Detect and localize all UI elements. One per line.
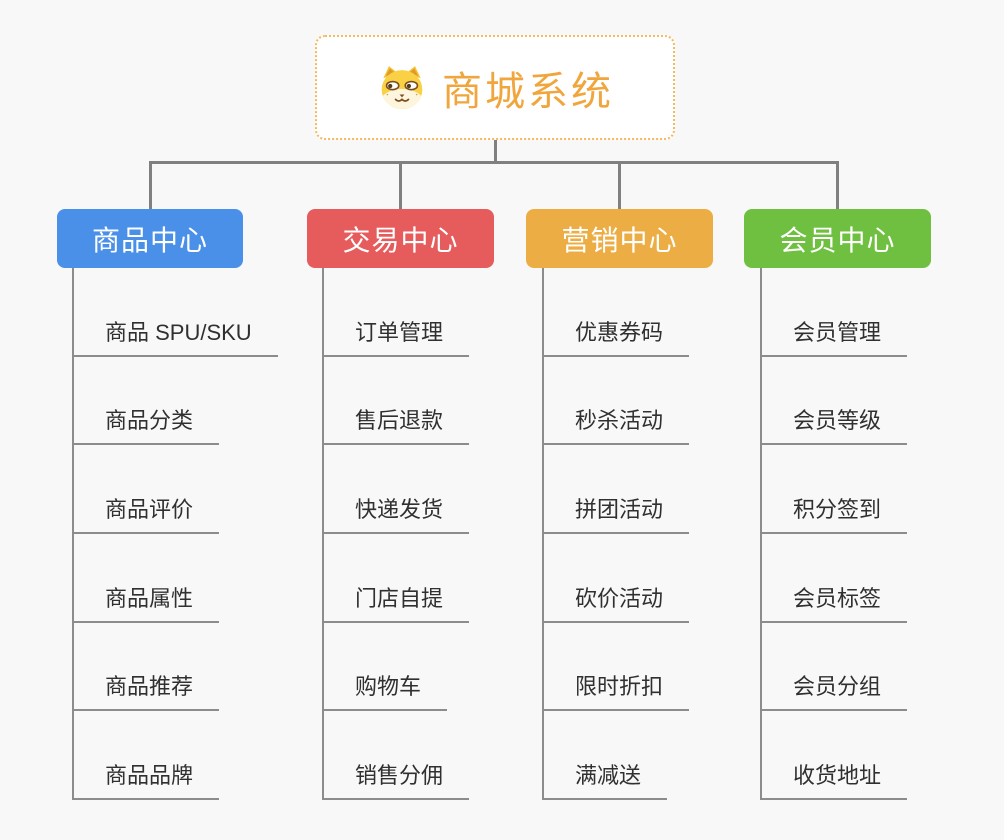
leaf-node[interactable]: 商品分类 (74, 403, 220, 446)
connector-drop-product (148, 161, 152, 210)
leaf-node[interactable]: 门店自提 (324, 581, 470, 623)
leaf-node[interactable]: 商品评价 (74, 492, 220, 535)
connector-drop-marketing (618, 161, 621, 210)
branch-node-member-center[interactable]: 会员中心 (744, 209, 931, 268)
root-node[interactable]: 商城系统 (315, 35, 675, 140)
leaf-node[interactable]: 满减送 (544, 758, 668, 801)
leaf-node[interactable]: 商品 SPU/SKU (74, 315, 278, 357)
leaf-node[interactable]: 秒杀活动 (544, 403, 690, 446)
leaf-node[interactable]: 积分签到 (762, 492, 908, 535)
leaf-node[interactable]: 会员分组 (762, 669, 908, 712)
leaf-node[interactable]: 会员等级 (762, 403, 908, 446)
leaf-node[interactable]: 订单管理 (324, 315, 470, 357)
leaf-node[interactable]: 拼团活动 (544, 492, 690, 535)
column-member-children: 会员管理 会员等级 积分签到 会员标签 会员分组 收货地址 (760, 268, 990, 801)
leaf-node[interactable]: 限时折扣 (544, 669, 690, 712)
leaf-node[interactable]: 商品品牌 (74, 758, 220, 801)
column-marketing-children: 优惠券码 秒杀活动 拼团活动 砍价活动 限时折扣 满减送 (542, 268, 772, 801)
connector-drop-trade (399, 161, 402, 210)
leaf-node[interactable]: 砍价活动 (544, 581, 690, 623)
branch-label: 商品中心 (91, 224, 208, 256)
leaf-node[interactable]: 商品属性 (74, 581, 220, 623)
leaf-node[interactable]: 快递发货 (324, 492, 470, 535)
leaf-node[interactable]: 商品推荐 (74, 669, 220, 712)
branch-node-trade-center[interactable]: 交易中心 (307, 209, 494, 268)
connector-horizontal-bus (148, 161, 839, 164)
connector-drop-member (836, 161, 839, 210)
root-title: 商城系统 (442, 69, 614, 114)
leaf-node[interactable]: 会员标签 (762, 581, 908, 623)
branch-node-marketing-center[interactable]: 营销中心 (526, 209, 713, 268)
branch-label: 交易中心 (342, 224, 459, 256)
branch-label: 会员中心 (779, 224, 896, 256)
branch-node-product-center[interactable]: 商品中心 (57, 209, 243, 268)
branch-label: 营销中心 (561, 224, 678, 256)
column-product-children: 商品 SPU/SKU 商品分类 商品评价 商品属性 商品推荐 商品品牌 (72, 268, 302, 801)
leaf-node[interactable]: 优惠券码 (544, 315, 690, 357)
leaf-node[interactable]: 购物车 (324, 669, 448, 712)
leaf-node[interactable]: 收货地址 (762, 758, 908, 801)
leaf-node[interactable]: 会员管理 (762, 315, 908, 357)
dog-face-icon (376, 65, 428, 111)
column-trade-children: 订单管理 售后退款 快递发货 门店自提 购物车 销售分佣 (322, 268, 552, 801)
leaf-node[interactable]: 销售分佣 (324, 758, 470, 801)
connector-root-vertical (493, 140, 497, 162)
leaf-node[interactable]: 售后退款 (324, 403, 470, 446)
